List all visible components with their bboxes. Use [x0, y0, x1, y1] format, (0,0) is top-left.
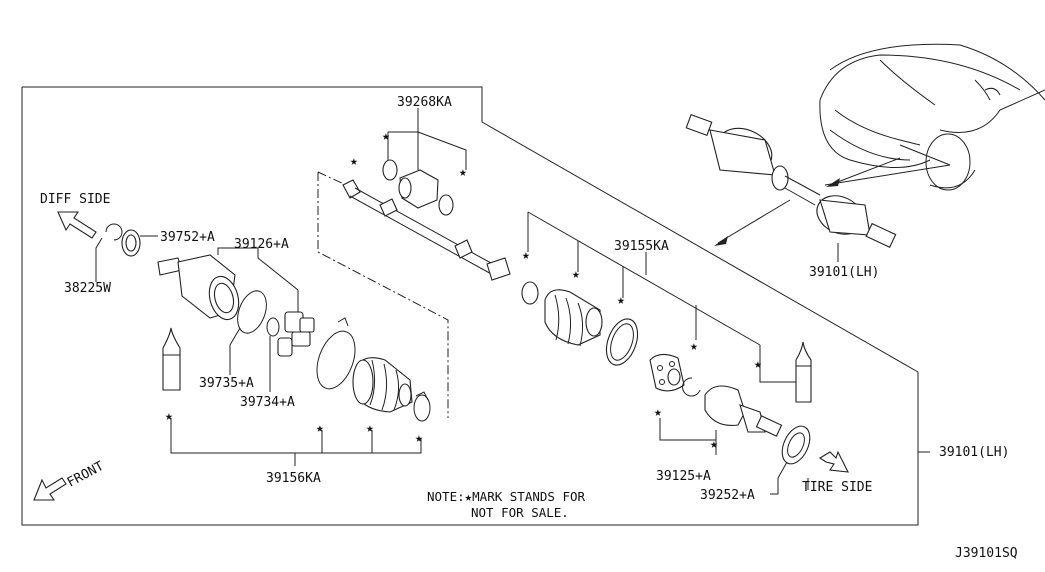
star-mark: ★: [366, 421, 374, 436]
boot-band-small: [413, 394, 431, 422]
damper-clamp-left: [382, 159, 398, 181]
label-39735a: 39735+A: [199, 376, 254, 391]
boot-band-outboard-large: [605, 318, 639, 366]
drive-shaft-bar: [342, 179, 511, 281]
star-mark: ★: [415, 431, 423, 446]
boot-band-large: [316, 330, 356, 390]
label-39268ka: 39268KA: [397, 95, 452, 110]
damper-39268: [398, 169, 439, 209]
label-39125a: 39125+A: [656, 469, 711, 484]
boot-inboard: [352, 357, 413, 413]
damper-clamp-right: [438, 194, 454, 216]
label-38225w: 38225W: [64, 281, 111, 296]
label-39126a: 39126+A: [234, 237, 289, 252]
star-mark: ★: [710, 437, 718, 452]
diagram-code: J39101SQ: [955, 546, 1018, 561]
bracket-39156ka: [317, 172, 449, 418]
label-39155ka: 39155KA: [614, 239, 669, 254]
star-markers: ★ ★ ★ ★ ★ ★ ★ ★ ★ ★ ★ ★ ★ ★: [165, 129, 762, 452]
diff-side-arrow-icon: [57, 211, 97, 239]
label-39752a: 39752+A: [160, 230, 215, 245]
star-mark: ★: [459, 165, 467, 180]
front-arrow-icon: [33, 477, 67, 501]
boot-band-outboard-small: [521, 281, 539, 305]
leader-39268ka: [417, 108, 467, 170]
note-line-2: NOT FOR SALE.: [471, 505, 569, 520]
tripod-joint: [277, 311, 315, 357]
leader-38225w: [95, 237, 103, 282]
leader-39252: [770, 461, 788, 495]
star-mark: ★: [382, 129, 390, 144]
grease-tube-right: [795, 341, 812, 403]
boot-outboard: [544, 289, 603, 347]
label-front: FRONT: [65, 459, 107, 491]
leader-39735: [229, 327, 241, 375]
seal-39252: [781, 425, 811, 465]
ring-39735: [237, 290, 267, 334]
leader-39125: [659, 418, 717, 455]
label-39101lh-frame: 39101(LH): [939, 445, 1009, 460]
label-39156ka: 39156KA: [266, 471, 321, 486]
vehicle-illustration: [819, 43, 1045, 191]
grease-tube-left: [162, 327, 181, 391]
outer-cv-joint: [704, 385, 783, 437]
label-39101lh-car: 39101(LH): [809, 265, 879, 280]
star-mark: ★: [522, 248, 530, 263]
label-tire-side: TIRE SIDE: [802, 480, 872, 495]
snap-ring-38225w: [105, 223, 123, 241]
leader-39156ka: [170, 418, 422, 454]
star-mark: ★: [316, 421, 324, 436]
star-mark: ★: [754, 357, 762, 372]
arrow-to-axle-shaft: [717, 199, 791, 244]
label-diff-side: DIFF SIDE: [40, 192, 110, 207]
arrow-from-car: [829, 157, 901, 186]
label-39734a: 39734+A: [240, 395, 295, 410]
star-mark: ★: [165, 409, 173, 424]
tire-side-arrow-icon: [818, 450, 849, 473]
star-mark: ★: [617, 293, 625, 308]
leader-grease-right: [759, 372, 796, 383]
note-line-1: NOTE:★MARK STANDS FOR: [427, 489, 586, 504]
ball-cage-39125: [649, 353, 685, 392]
star-mark: ★: [572, 267, 580, 282]
star-mark: ★: [350, 154, 358, 169]
label-39252a: 39252+A: [700, 488, 755, 503]
arrow-head: [714, 236, 728, 246]
ring-39734: [266, 317, 280, 337]
star-mark: ★: [690, 339, 698, 354]
small-drive-shaft: [685, 113, 897, 262]
star-mark: ★: [654, 405, 662, 420]
joint-housing-39126: [157, 254, 240, 321]
diagram-frame: [21, 86, 919, 526]
arrow-head: [826, 178, 840, 187]
snap-ring-outboard: [682, 377, 701, 397]
